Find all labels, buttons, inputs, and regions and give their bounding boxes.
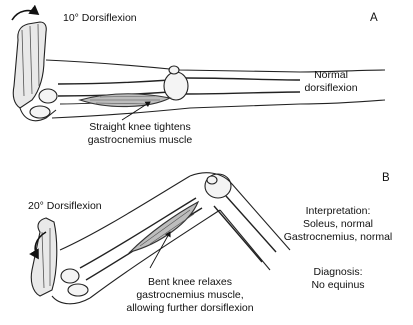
panel-a-caption-line-2: gastrocnemius muscle (60, 134, 220, 147)
panel-a-side-label-line-2: dorsiflexion (290, 82, 372, 95)
panel-a-letter: A (370, 12, 378, 25)
panel-a-rotation-arrow (12, 11, 38, 20)
interpretation-line-3: Gastrocnemius, normal (266, 231, 410, 244)
panel-a-caption-line-1: Straight knee tightens (60, 121, 220, 134)
panel-b-caption-line-3: allowing further dorsiflexion (100, 302, 280, 315)
interpretation-line-1: Interpretation: (266, 205, 410, 218)
panel-b-letter: B (382, 172, 390, 185)
panel-a-angle-label: 10° Dorsiflexion (63, 12, 137, 25)
diagnosis-line-1: Diagnosis: (290, 266, 386, 279)
panel-a-side-label-line-1: Normal (290, 69, 372, 82)
panel-b-caption-line-1: Bent knee relaxes (100, 276, 280, 289)
panel-b-angle-label: 20° Dorsiflexion (28, 200, 102, 213)
interpretation-line-2: Soleus, normal (266, 218, 410, 231)
panel-b-caption-line-2: gastrocnemius muscle, (100, 289, 280, 302)
diagnosis-line-2: No equinus (290, 279, 386, 292)
